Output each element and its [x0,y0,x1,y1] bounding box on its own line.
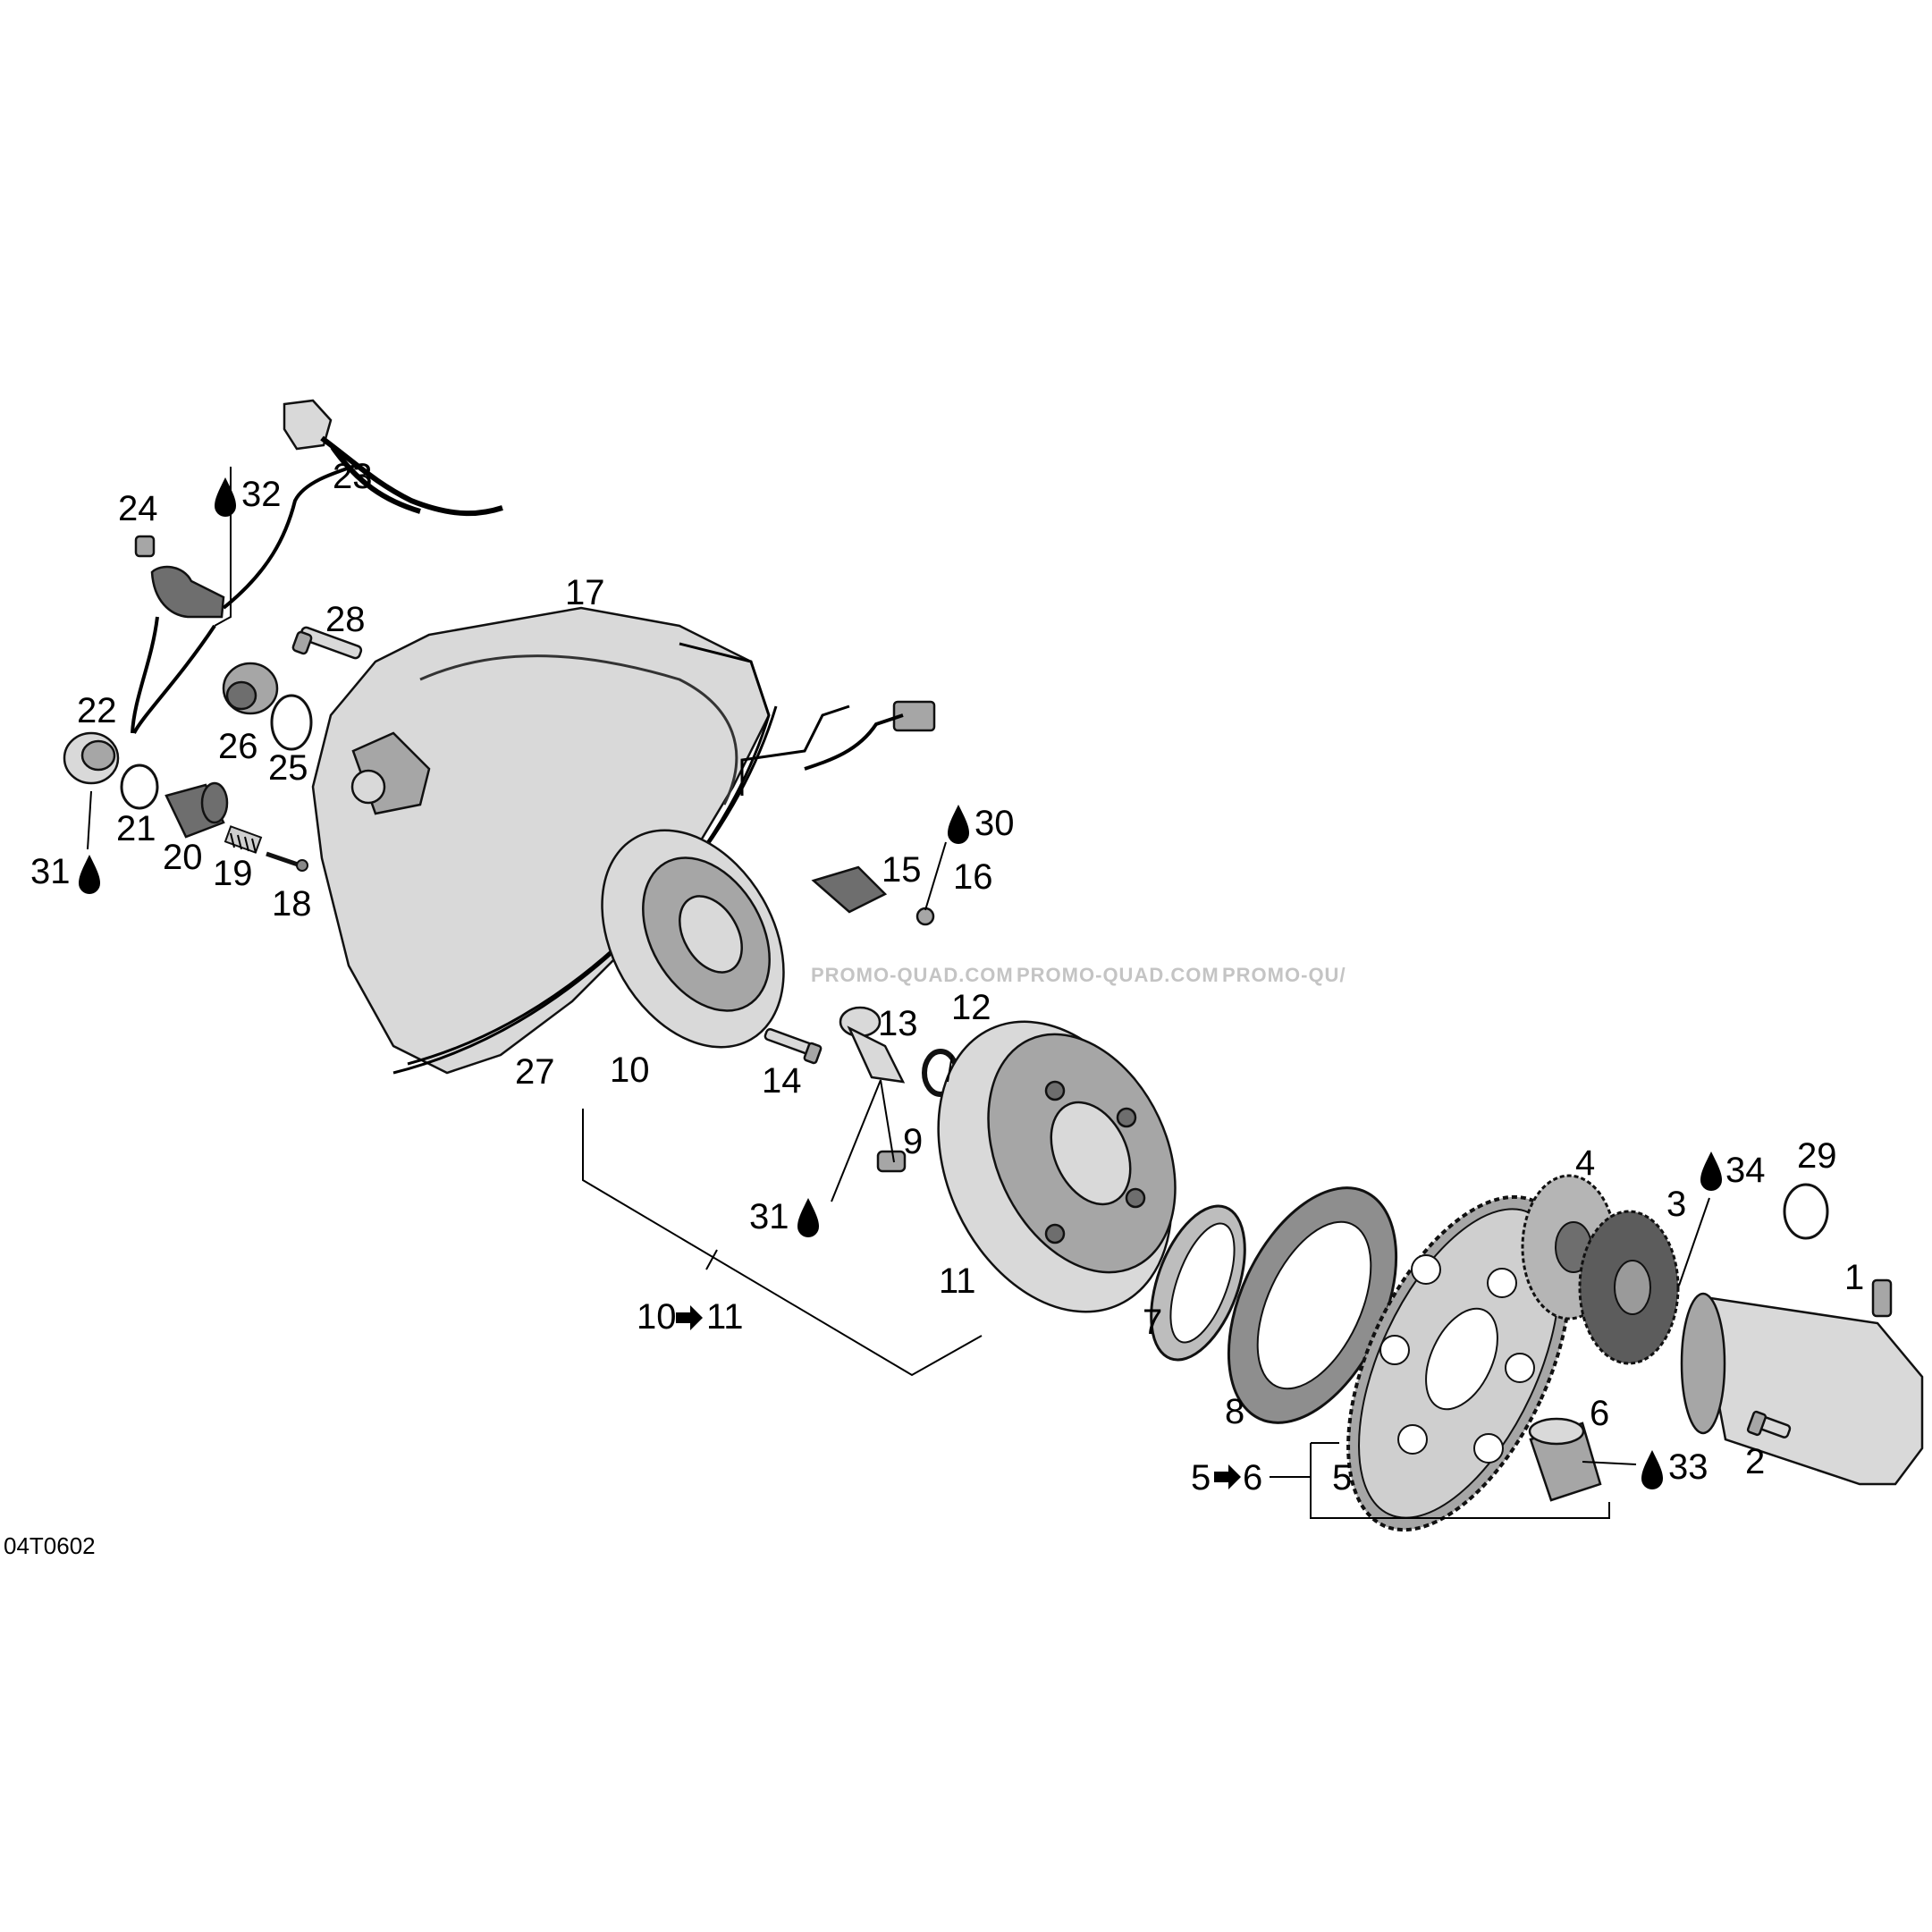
watermark-text: PROMO-QU/ [1222,964,1346,986]
callout-13: 13 [878,1004,918,1043]
callout-labels: 1 2 3 4 5 6 7 8 9 10 11 12 13 14 15 16 1… [30,457,1864,1498]
part-16-screw [915,907,935,926]
part-24-screw [134,535,156,558]
callout-7: 7 [1143,1303,1162,1342]
oil-drop-icon [215,477,236,517]
part-1-starter-motor [1680,1278,1924,1486]
callout-31-b: 31 [749,1197,789,1236]
part-14-bolt [764,1027,823,1065]
callout-31-a: 31 [30,852,71,891]
kit-label-5-end: 6 [1243,1458,1262,1498]
oil-drop-icon [797,1198,819,1237]
part-28-bolt [291,626,363,660]
kit-label-10-start: 10 [637,1297,677,1337]
part-8-plate [1227,1186,1398,1424]
kit-label-5-start: 5 [1191,1458,1211,1498]
callout-20: 20 [163,838,203,877]
callout-18: 18 [272,884,312,924]
part-26-cap [222,662,279,715]
callout-8: 8 [1225,1392,1244,1431]
callout-14: 14 [762,1061,802,1101]
watermark-text: PROMO-QUAD.COM [811,964,1014,986]
callout-6: 6 [1590,1394,1609,1433]
part-17-cover [311,606,771,1075]
leader-lines [87,467,1710,1519]
part-sensor-cable [131,463,359,734]
part-10-stator [601,700,936,1049]
watermarks: PROMO-QUAD.COM PROMO-QUAD.COM PROMO-QU/ [811,964,1346,986]
part-9-bolt [876,1150,907,1173]
callout-23: 23 [333,457,373,496]
arrow-right-icon [1214,1464,1241,1489]
part-29-o-ring [1783,1183,1829,1240]
callout-29: 29 [1797,1136,1837,1176]
callout-16: 16 [953,857,993,897]
part-20-sleeve [165,781,229,839]
callout-10: 10 [610,1050,650,1090]
arrow-right-icon [676,1305,703,1330]
part-22-plug [63,731,120,785]
kit-label-10-end: 11 [706,1297,744,1337]
part-11-flywheel [937,1020,1177,1313]
part-3-gear [1578,1210,1680,1365]
callout-3: 3 [1666,1185,1686,1224]
figure-code: 04T0602 [4,1532,96,1559]
part-2-bolt [1746,1410,1792,1438]
part-19-spring [224,825,263,854]
callout-26: 26 [218,727,258,766]
part-13-bolt [839,1006,906,1084]
callout-19: 19 [213,854,253,893]
part-21-o-ring [120,764,159,810]
part-6-bushing [1528,1417,1602,1502]
callout-33: 33 [1668,1447,1708,1487]
callout-25: 25 [268,748,308,788]
callout-5: 5 [1332,1458,1352,1498]
callout-15: 15 [882,850,922,890]
part-25-o-ring [270,694,313,751]
callout-28: 28 [325,600,366,639]
callout-17: 17 [565,573,605,612]
callout-34: 34 [1725,1151,1766,1190]
callout-1: 1 [1844,1258,1864,1297]
oil-drop-icon [79,855,100,894]
part-5-gear [1346,1194,1572,1532]
callout-27: 27 [515,1052,555,1092]
oil-drop-icon [948,805,969,844]
callout-22: 22 [77,691,117,730]
callout-30: 30 [974,804,1015,843]
callout-12: 12 [951,988,991,1027]
watermark-text: PROMO-QUAD.COM [1017,964,1219,986]
kit-arrow-markers [676,1305,1241,1489]
part-7-ring [1150,1204,1246,1362]
oil-drop-icon [1641,1450,1663,1489]
callout-21: 21 [116,809,156,848]
callout-24: 24 [118,489,158,528]
oil-drop-markers [79,477,1722,1489]
part-18-pin [266,851,308,872]
callout-2: 2 [1745,1442,1765,1481]
callout-4: 4 [1575,1143,1595,1183]
part-23-wiring-harness [283,399,503,517]
part-15-clip [811,865,888,914]
callout-32: 32 [241,475,282,514]
oil-drop-icon [1700,1152,1722,1191]
callout-11: 11 [939,1261,976,1301]
callout-9: 9 [903,1122,923,1161]
